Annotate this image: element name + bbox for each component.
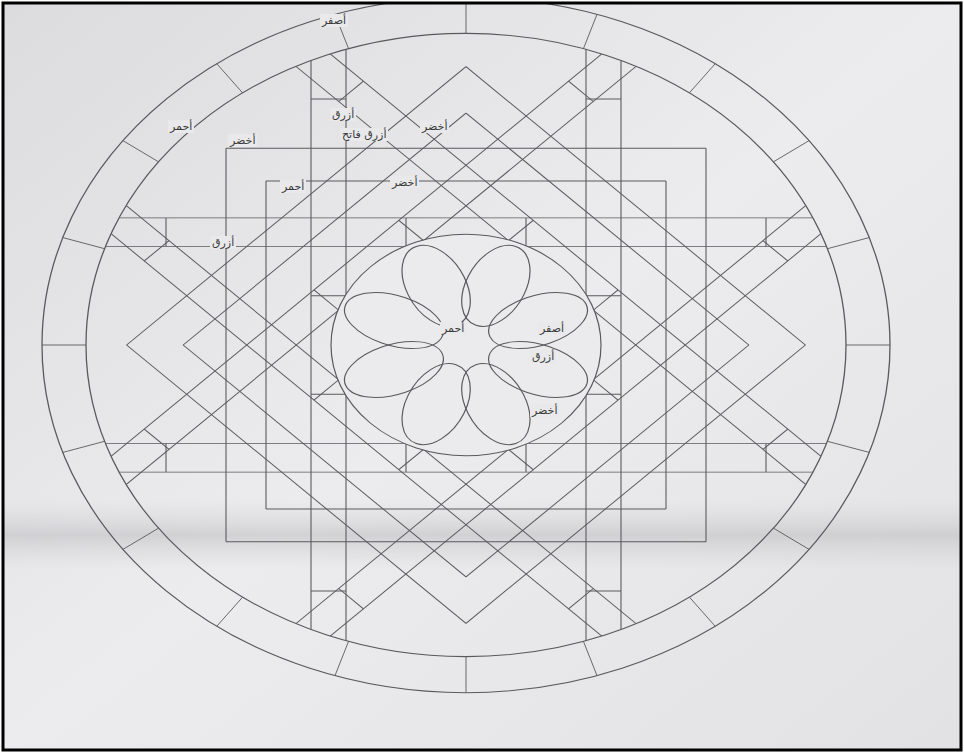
rosette-petal: [479, 330, 598, 408]
band-line: [569, 589, 594, 609]
color-note: أصفر: [538, 322, 566, 335]
band-line: [586, 295, 621, 296]
ring-segment: [217, 597, 243, 626]
ring-segment: [42, 345, 86, 346]
band-line: [293, 23, 859, 487]
band-line: [74, 23, 640, 487]
band-line: [399, 220, 424, 240]
band-line: [508, 449, 533, 469]
band-line: [310, 17, 311, 673]
band-line: [763, 429, 788, 449]
border-ring: [42, 4, 890, 693]
color-note: أزرق: [530, 350, 556, 363]
band-line: [293, 203, 859, 667]
band-line: [226, 541, 706, 542]
band-line: [98, 183, 664, 647]
band-line: [98, 43, 664, 507]
color-note: أحمر: [440, 322, 466, 335]
ring-segment: [217, 64, 243, 93]
rosette-petal: [479, 281, 598, 359]
band-line: [66, 472, 866, 473]
ring-segment: [773, 528, 809, 549]
color-note: أزرق: [330, 108, 356, 121]
ring-segment: [583, 14, 597, 48]
band-line: [586, 394, 621, 395]
band-line: [339, 81, 364, 101]
band-line: [339, 589, 364, 609]
ring-segment: [827, 441, 869, 452]
band-line: [593, 290, 618, 310]
rosette-petal: [334, 330, 453, 408]
rosette-petal: [389, 237, 484, 335]
band-line: [763, 241, 788, 261]
paper-fold: [4, 500, 960, 570]
band-line: [66, 217, 866, 218]
ring-segment: [335, 641, 349, 675]
band-line: [405, 218, 406, 247]
rosette-petal: [448, 237, 543, 335]
pattern: [42, 4, 890, 693]
band-line: [399, 449, 424, 469]
color-note: أخضر: [228, 134, 257, 147]
band-line: [620, 17, 621, 673]
pattern-geometry: [42, 4, 890, 693]
interlace: [66, 17, 866, 673]
band-line: [593, 380, 618, 400]
band-line: [226, 148, 706, 149]
color-note: أخضر: [530, 404, 559, 417]
photo-frame: [3, 3, 961, 750]
rosette-circle: [331, 234, 601, 455]
band-line: [508, 220, 533, 240]
color-note: أحمر: [280, 180, 306, 193]
band-line: [74, 203, 640, 667]
color-note: أصفر: [320, 14, 348, 27]
color-note: أزرق: [210, 236, 236, 249]
ring-segment: [846, 345, 890, 346]
ring-segment: [466, 657, 467, 693]
band-line: [705, 148, 706, 542]
band-line: [311, 295, 346, 296]
band-line: [268, 183, 834, 647]
ring-segment: [773, 141, 809, 162]
band-line: [144, 241, 169, 261]
band-line: [144, 429, 169, 449]
band-line: [525, 218, 526, 247]
ring-segment: [466, 4, 467, 33]
band-line: [525, 443, 526, 472]
band-line: [405, 443, 406, 472]
band-line: [268, 43, 834, 507]
ring-segment: [827, 238, 869, 249]
band-line: [311, 394, 346, 395]
band-line: [225, 148, 226, 542]
rosette-petal: [334, 281, 453, 359]
color-note: أخضر: [390, 176, 419, 189]
rosette-petal: [389, 355, 484, 453]
ring-segment: [689, 64, 715, 93]
color-note: أزرق فاتح: [340, 128, 388, 141]
ring-segment: [63, 441, 105, 452]
band-line: [314, 380, 339, 400]
ring-segment: [689, 597, 715, 626]
band-line: [314, 290, 339, 310]
band-line: [569, 81, 594, 101]
color-note: أخضر: [420, 120, 449, 133]
ring-segment: [123, 141, 159, 162]
border-ring: [86, 33, 846, 656]
color-note: أحمر: [168, 120, 194, 133]
ring-segment: [583, 641, 597, 675]
ring-segment: [63, 238, 105, 249]
ring-segment: [123, 528, 159, 549]
